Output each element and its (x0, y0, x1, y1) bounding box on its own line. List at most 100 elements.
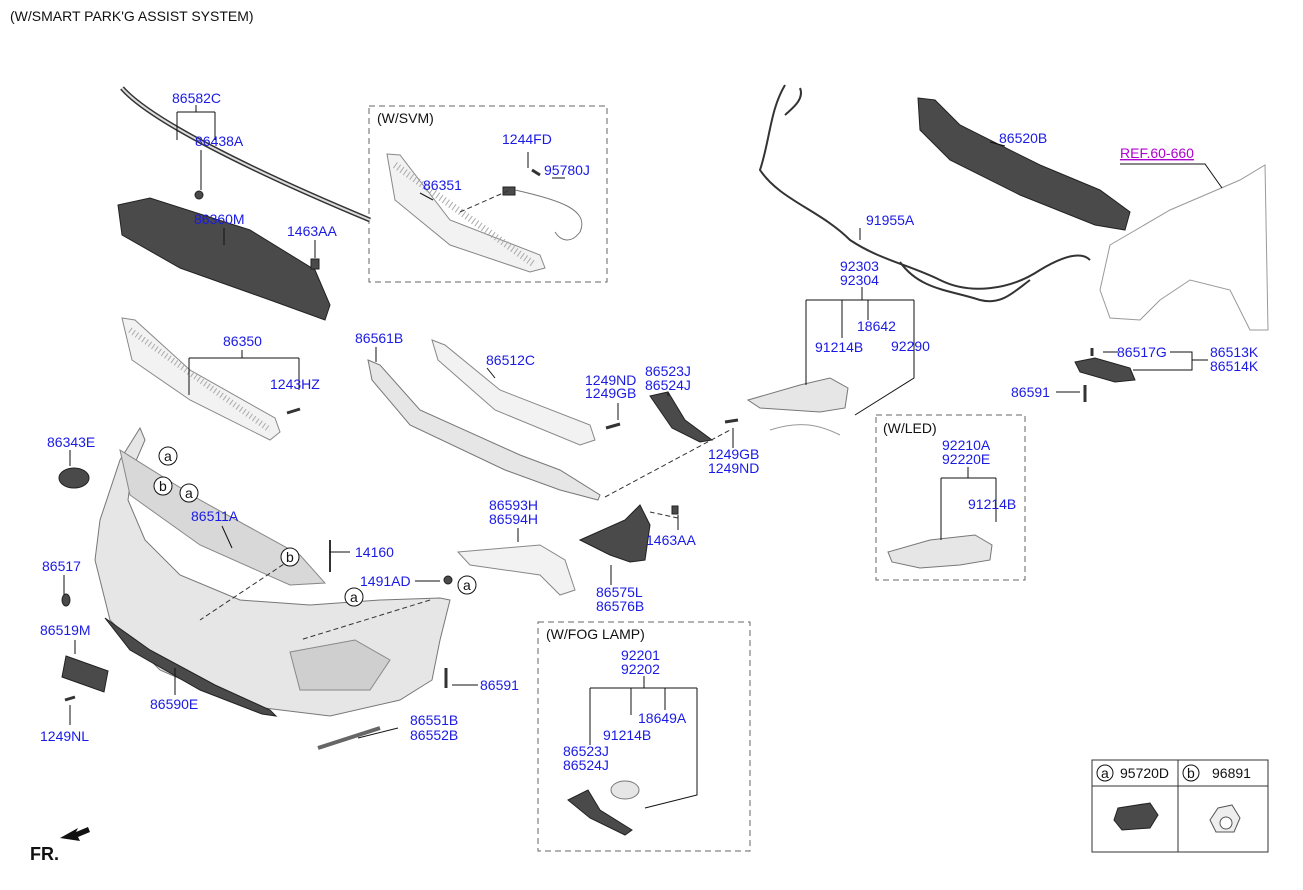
label-86360m[interactable]: 86360M (194, 211, 245, 227)
label-86591-1[interactable]: 86591 (480, 677, 519, 693)
label-86593h[interactable]: 86593H (489, 497, 538, 513)
label-92210a[interactable]: 92210A (942, 437, 991, 453)
legend-a-code: 95720D (1120, 765, 1169, 781)
svg-text:a: a (350, 589, 358, 605)
svg-text:a: a (185, 485, 193, 501)
label-86512c[interactable]: 86512C (486, 352, 535, 368)
label-86551b[interactable]: 86551B (410, 712, 458, 728)
legend-b-letter: b (1187, 765, 1195, 781)
label-1463aa-1[interactable]: 1463AA (287, 223, 337, 239)
label-86520b[interactable]: 86520B (999, 130, 1047, 146)
license-bracket-86519m (61, 655, 109, 693)
legend-b-code: 96891 (1212, 765, 1251, 781)
callout-b-1: b (153, 476, 173, 496)
label-14160[interactable]: 14160 (355, 544, 394, 560)
label-86511a[interactable]: 86511A (191, 508, 239, 524)
label-1249nd-1[interactable]: 1249ND (585, 372, 636, 388)
label-91214b-led[interactable]: 91214B (968, 496, 1016, 512)
strip-86551b (317, 726, 381, 750)
label-1491ad[interactable]: 1491AD (360, 573, 411, 589)
label-91214b-1[interactable]: 91214B (815, 339, 863, 355)
label-86524j-1[interactable]: 86524J (645, 377, 691, 393)
label-92304[interactable]: 92304 (840, 272, 879, 288)
frame-86561b (367, 359, 601, 501)
label-86517g[interactable]: 86517G (1117, 344, 1167, 360)
label-91955a[interactable]: 91955A (866, 212, 915, 228)
label-1463aa-2[interactable]: 1463AA (646, 532, 696, 548)
label-86523j-2[interactable]: 86523J (563, 743, 609, 759)
svg-text:a: a (463, 577, 471, 593)
label-86514k[interactable]: 86514K (1210, 358, 1259, 374)
label-95780j[interactable]: 95780J (544, 162, 590, 178)
label-86594h[interactable]: 86594H (489, 511, 538, 527)
label-86524j-2[interactable]: 86524J (563, 757, 609, 773)
label-92220e[interactable]: 92220E (942, 451, 990, 467)
svg-text:b: b (159, 478, 167, 494)
lamp-92210a (887, 534, 993, 569)
label-86351[interactable]: 86351 (423, 177, 462, 193)
label-86591-2[interactable]: 86591 (1011, 384, 1050, 400)
bracket-86523j-2 (567, 789, 633, 836)
label-1249nd-2[interactable]: 1249ND (708, 460, 759, 476)
label-86561b[interactable]: 86561B (355, 330, 403, 346)
label-1249gb-1[interactable]: 1249GB (585, 385, 636, 401)
callout-a-4: a (457, 575, 477, 595)
absorber-86520b (917, 97, 1131, 231)
grille-86512c (431, 339, 596, 446)
moulding-strip-86582c (120, 86, 371, 223)
clip-86438a (194, 190, 204, 200)
callout-b-2: b (280, 547, 300, 567)
cover-86360m (117, 197, 331, 321)
label-86552b[interactable]: 86552B (410, 727, 458, 743)
bracket-86523j-1 (649, 391, 714, 443)
label-86582c[interactable]: 86582C (172, 90, 221, 106)
led-box-title: (W/LED) (883, 420, 937, 436)
label-1244fd[interactable]: 1244FD (502, 131, 552, 147)
label-86519m[interactable]: 86519M (40, 622, 91, 638)
callout-a-1: a (158, 446, 178, 466)
label-92202[interactable]: 92202 (621, 661, 660, 677)
lip-86590e (104, 617, 278, 717)
camera-95780j (502, 186, 516, 196)
bracket-86575l (578, 504, 651, 563)
front-label: FR. (30, 844, 59, 864)
cap-86517 (61, 593, 71, 607)
bracket-86513k (1074, 357, 1136, 383)
svg-text:a: a (164, 448, 172, 464)
front-arrow-icon (60, 827, 90, 841)
label-92201[interactable]: 92201 (621, 647, 660, 663)
label-86590e[interactable]: 86590E (150, 696, 198, 712)
label-86517[interactable]: 86517 (42, 558, 81, 574)
label-18642[interactable]: 18642 (857, 318, 896, 334)
label-86513k[interactable]: 86513K (1210, 344, 1259, 360)
label-86575l[interactable]: 86575L (596, 584, 643, 600)
ref-label[interactable]: REF.60-660 (1120, 145, 1194, 161)
label-92290[interactable]: 92290 (891, 338, 930, 354)
clip-1463aa-1 (310, 258, 320, 270)
label-92303[interactable]: 92303 (840, 258, 879, 274)
legend-table: a 95720D b 96891 (1091, 759, 1269, 853)
label-86350[interactable]: 86350 (223, 333, 262, 349)
led-box (875, 414, 1026, 581)
diagram-title: (W/SMART PARK'G ASSIST SYSTEM) (10, 8, 254, 24)
label-1249gb-2[interactable]: 1249GB (708, 446, 759, 462)
fog-box-title: (W/FOG LAMP) (546, 626, 645, 642)
fender-ref (1099, 164, 1269, 331)
svm-box (368, 105, 608, 283)
label-1243hz[interactable]: 1243HZ (270, 376, 320, 392)
label-18649a[interactable]: 18649A (638, 710, 687, 726)
screw-1491ad (443, 575, 453, 585)
label-1249nl[interactable]: 1249NL (40, 728, 89, 744)
label-86438a[interactable]: 86438A (195, 133, 244, 149)
screw-1243hz (286, 407, 301, 415)
clip-1463aa-2 (671, 505, 679, 515)
callout-a-3: a (344, 587, 364, 607)
label-86523j-1[interactable]: 86523J (645, 363, 691, 379)
label-86576b[interactable]: 86576B (596, 598, 644, 614)
label-86343e[interactable]: 86343E (47, 434, 95, 450)
fog-box (537, 621, 751, 852)
svg-text:b: b (286, 549, 294, 565)
label-91214b-fog[interactable]: 91214B (603, 727, 651, 743)
emblem-86343e (58, 467, 90, 489)
